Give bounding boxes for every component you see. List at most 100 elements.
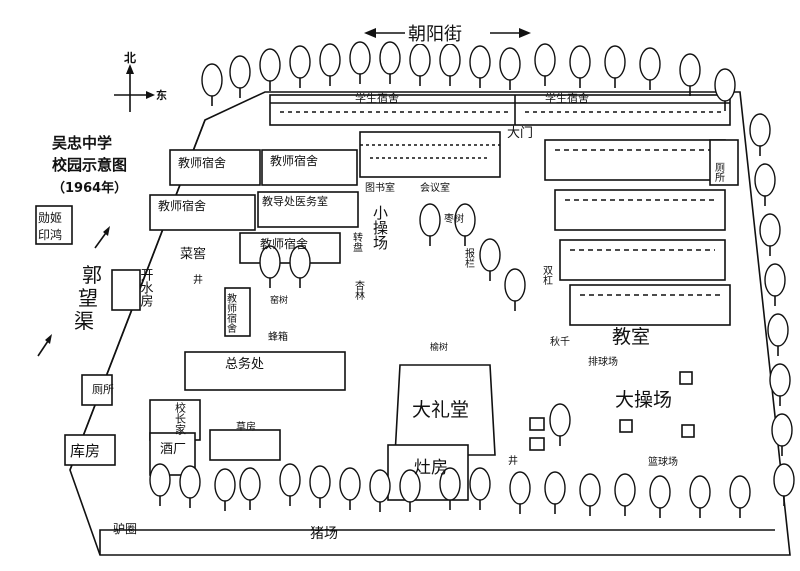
general-affairs-building — [184, 351, 346, 391]
map-title-subtitle: 校园示意图 — [52, 156, 127, 174]
label-guidance-clinic: 教导处医务室 — [262, 194, 328, 208]
compass-rose — [114, 64, 155, 112]
tree-icon — [569, 45, 591, 88]
label-well-right: 井 — [508, 454, 518, 467]
tree-group — [149, 41, 795, 518]
tree-icon — [454, 203, 476, 246]
label-auditorium: 大礼堂 — [412, 399, 469, 421]
label-library: 图书室 — [365, 181, 395, 194]
tree-icon — [349, 41, 371, 84]
library-hall — [359, 131, 501, 178]
tree-icon — [764, 263, 786, 306]
label-arbor: 窑树 — [270, 294, 288, 306]
tree-icon — [149, 463, 171, 506]
canal-char-1: 郭 — [82, 263, 102, 287]
tree-icon — [439, 43, 461, 86]
label-teacher-dorm-5: 教师宿舍 — [225, 292, 237, 334]
label-meeting-room: 会议室 — [420, 181, 450, 194]
tree-icon — [339, 467, 361, 510]
tree-icon — [649, 475, 671, 518]
tree-icon — [679, 53, 701, 96]
tree-icon — [604, 45, 626, 88]
label-classrooms: 教室 — [612, 326, 650, 348]
label-swing: 秋千 — [550, 335, 570, 348]
tree-icon — [279, 463, 301, 506]
label-big-playground: 大操场 — [615, 389, 672, 411]
tree-icon — [399, 469, 421, 512]
tree-icon — [259, 48, 281, 91]
label-general-affairs: 总务处 — [225, 356, 264, 372]
tree-icon — [439, 467, 461, 510]
tree-icon — [689, 475, 711, 518]
label-toilet-right: 厕所 — [713, 162, 725, 183]
tree-icon — [549, 403, 571, 446]
tree-icon — [754, 163, 776, 206]
label-teacher-dorm-1: 教师宿舍 — [178, 155, 226, 170]
label-well-left: 井 — [193, 273, 203, 286]
tree-icon — [309, 465, 331, 508]
tree-icon — [749, 113, 771, 156]
tree-icon — [239, 467, 261, 510]
map-title-school: 吴忠中学 — [52, 134, 112, 152]
tree-icon — [179, 465, 201, 508]
east-arrow-icon — [146, 91, 155, 99]
label-date-tree: 枣树 — [444, 212, 464, 225]
tree-icon — [289, 245, 311, 288]
tree-icon — [479, 238, 501, 281]
canal-arrows — [37, 226, 110, 357]
tree-icon — [214, 468, 236, 511]
tree-icon — [639, 47, 661, 90]
label-vegetable-cellar: 菜窖 — [180, 246, 206, 262]
label-hayloft: 草房 — [236, 420, 256, 433]
tree-icon — [469, 45, 491, 88]
label-donkey-pen: 驴圈 — [113, 521, 137, 536]
label-parallel-bars: 双杠 — [541, 265, 553, 285]
label-teacher-dorm-4: 教师宿舍 — [260, 236, 308, 251]
label-warehouse: 库房 — [70, 442, 100, 460]
tree-icon — [771, 413, 793, 456]
canal-char-2: 望 — [78, 286, 98, 310]
compass-east-label: 东 — [156, 88, 167, 102]
tree-icon — [509, 471, 531, 514]
author-line-2: 印鸿 — [38, 228, 62, 242]
student-dorm-row — [269, 94, 731, 126]
tree-icon — [469, 467, 491, 510]
label-toilet-left: 厕所 — [92, 383, 114, 396]
label-pig-farm: 猪场 — [310, 526, 338, 542]
tree-icon — [369, 469, 391, 512]
label-principal-home: 校长家 — [174, 401, 187, 435]
author-line-1: 勋姬 — [38, 211, 62, 225]
left-structures — [64, 269, 281, 476]
label-main-gate: 大门 — [507, 126, 533, 141]
label-beehives: 蜂箱 — [268, 330, 288, 343]
tree-icon — [409, 43, 431, 86]
label-teacher-dorm-3: 教师宿舍 — [158, 198, 206, 213]
tree-icon — [759, 213, 781, 256]
tree-icon — [229, 55, 251, 98]
label-student-dorm-left: 学生宿舍 — [355, 91, 399, 105]
label-basketball-court: 篮球场 — [648, 455, 678, 468]
map-title-year: （1964年） — [52, 180, 127, 196]
tree-icon — [544, 471, 566, 514]
tree-icon — [499, 47, 521, 90]
label-elm-tree: 榆树 — [430, 341, 448, 353]
tree-icon — [419, 203, 441, 246]
label-apricot-forest: 杏林 — [353, 279, 365, 301]
teacher-dorm-blocks — [149, 149, 359, 337]
tree-icon — [534, 43, 556, 86]
tree-icon — [259, 245, 281, 288]
canal-char-3: 渠 — [74, 309, 94, 333]
tree-icon — [379, 41, 401, 84]
label-student-dorm-right: 学生宿舍 — [545, 91, 589, 105]
tree-icon — [729, 475, 751, 518]
tree-icon — [769, 363, 791, 406]
label-boiled-water-room: 开水房 — [138, 268, 154, 307]
tree-icon — [319, 43, 341, 86]
label-small-playground: 小操场 — [371, 205, 389, 251]
street-top-label: 朝阳街 — [408, 24, 462, 45]
label-kitchen: 灶房 — [414, 458, 448, 478]
tree-icon — [579, 473, 601, 516]
tree-icon — [201, 63, 223, 106]
tree-icon — [767, 313, 789, 356]
